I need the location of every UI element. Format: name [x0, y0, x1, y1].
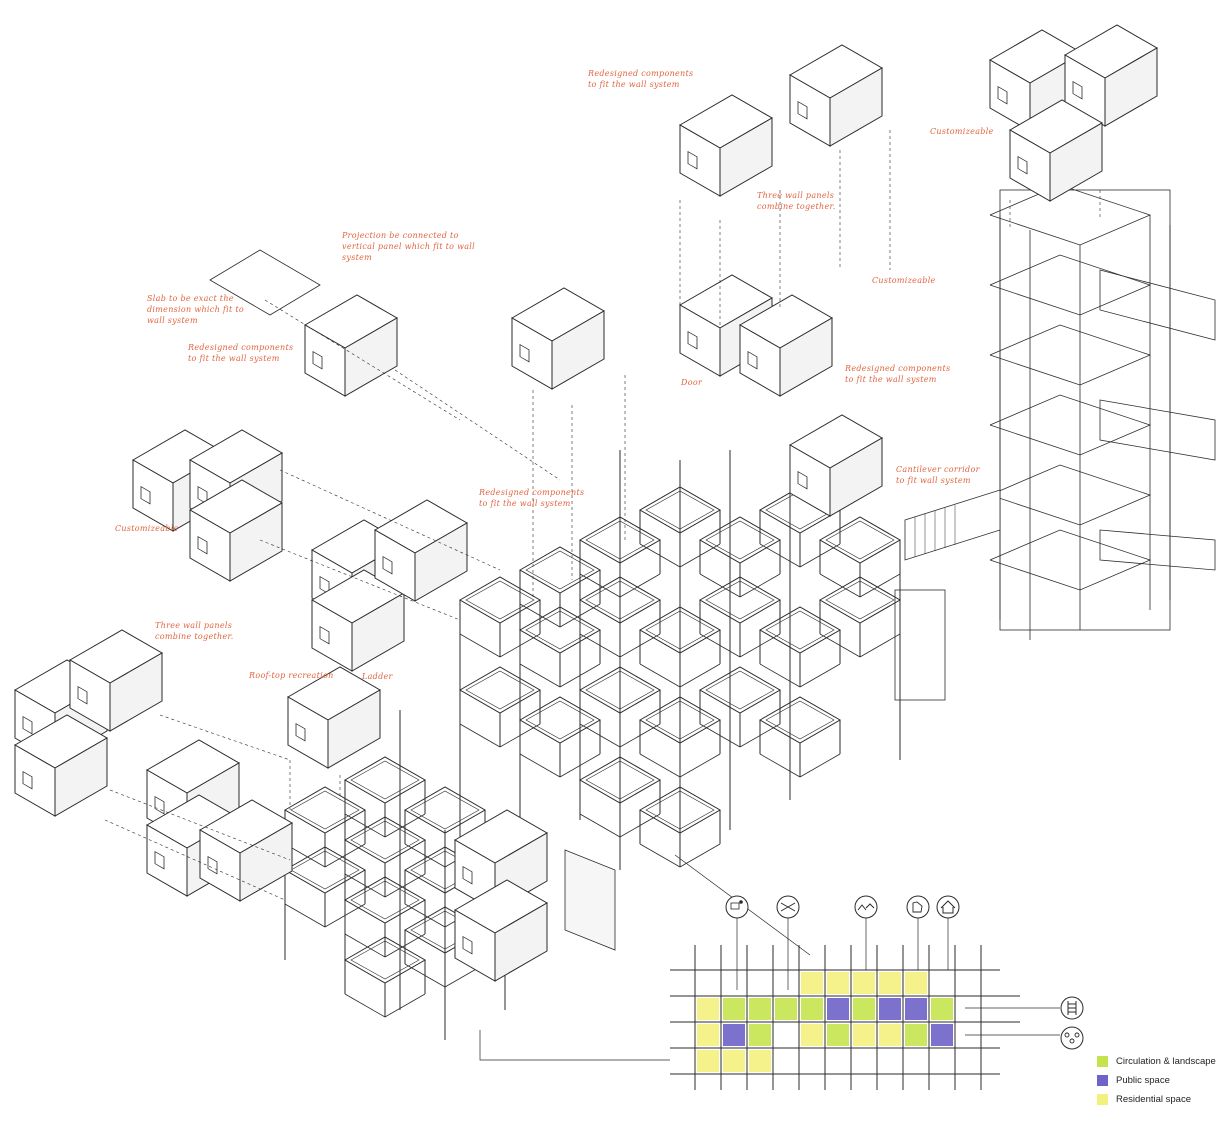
top-right-modules [989, 24, 1158, 202]
study-icon [725, 895, 749, 919]
plan-cell [853, 1024, 875, 1046]
plan-cell [853, 998, 875, 1020]
slab [209, 249, 321, 316]
plan-cell [697, 1050, 719, 1072]
plan-cell [723, 998, 745, 1020]
plan-cell [905, 998, 927, 1020]
plan-cell [775, 998, 797, 1020]
ladder-icon [1060, 996, 1084, 1020]
community-icon [1060, 1026, 1084, 1050]
annotation-ladder: Ladder [362, 672, 393, 681]
sleep-icon [776, 895, 800, 919]
plan-cell [801, 998, 823, 1020]
plan-cell [827, 972, 849, 994]
floor-plan [479, 854, 1084, 1090]
plan-cell [827, 1024, 849, 1046]
plan-cell [879, 998, 901, 1020]
legend-label-circulation: Circulation & landscape [1116, 1056, 1216, 1067]
plan-cell [749, 1024, 771, 1046]
annotation-redesigned-mid-right: Redesigned components to fit the wall sy… [845, 364, 951, 384]
annotation-cantilever: Cantilever corridor to fit wall system [896, 465, 980, 485]
plan-cell [905, 972, 927, 994]
annotation-rooftop: Roof-top recreation [249, 671, 334, 680]
annotation-redesigned-top: Redesigned components to fit the wall sy… [588, 69, 694, 89]
annotation-customizable-mid: Customizeable [872, 276, 936, 285]
annotation-three-panels-top: Three wall panels combine together. [757, 191, 836, 211]
top-modules [511, 44, 883, 517]
plan-cell [879, 1024, 901, 1046]
annotation-door: Door [681, 378, 703, 387]
plan-cell [853, 972, 875, 994]
plan-cell [879, 972, 901, 994]
plan-cell [801, 1024, 823, 1046]
plan-cell [697, 1024, 719, 1046]
plan-cell [749, 1050, 771, 1072]
right-tower [904, 184, 1216, 640]
plan-cell [697, 998, 719, 1020]
annotation-customizable-right: Customizeable [930, 127, 994, 136]
plan-cell [723, 1050, 745, 1072]
annotation-projection: Projection be connected to vertical pane… [342, 231, 476, 262]
annotation-customizable-left: Customizeable [115, 524, 179, 533]
annotation-slab: Slab to be exact the dimension which fit… [147, 294, 244, 325]
left-modules [14, 294, 468, 902]
home-icon [936, 895, 960, 919]
annotation-redesigned-center: Redesigned components to fit the wall sy… [479, 488, 585, 508]
plan-cell [931, 998, 953, 1020]
plan-cell [723, 1024, 745, 1046]
legend-swatch-residential [1097, 1094, 1108, 1105]
plan-cell [827, 998, 849, 1020]
left-structure [284, 710, 616, 1040]
plan-cell [931, 1024, 953, 1046]
plan-cell [905, 1024, 927, 1046]
legend-swatch-public [1097, 1075, 1108, 1086]
connector-lines [104, 130, 1101, 901]
central-structure [459, 450, 946, 870]
hand-icon [906, 895, 930, 919]
houses-icon [854, 895, 878, 919]
plan-cell [749, 998, 771, 1020]
annotation-redesigned-left: Redesigned components to fit the wall sy… [188, 343, 294, 363]
legend-label-residential: Residential space [1116, 1094, 1191, 1105]
plan-cell [801, 972, 823, 994]
legend-swatch-circulation [1097, 1056, 1108, 1067]
legend-label-public: Public space [1116, 1075, 1170, 1086]
annotation-three-panels-left: Three wall panels combine together. [155, 621, 234, 641]
